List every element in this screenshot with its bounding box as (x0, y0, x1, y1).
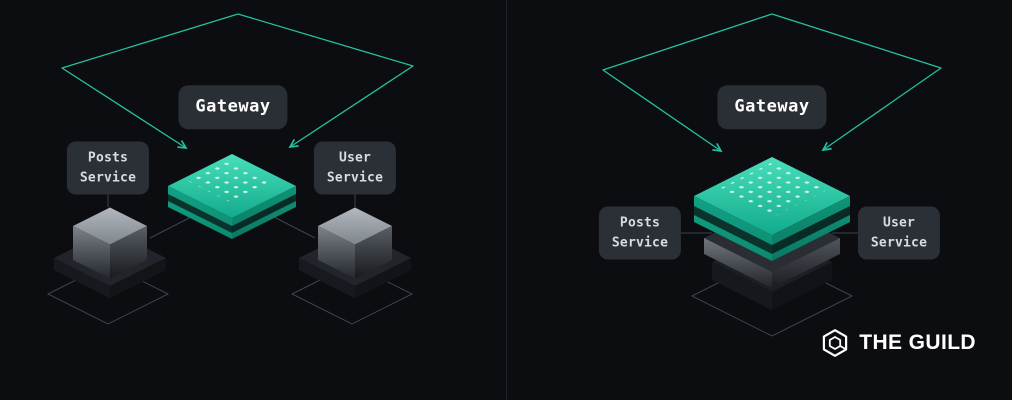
the-guild-logo-text: THE GUILD (859, 331, 976, 354)
left-gateway-platform (168, 154, 296, 239)
left-routing-arrows (61, 13, 414, 148)
panel-divider (506, 0, 507, 400)
right-gateway-label: Gateway (717, 85, 827, 129)
left-gateway-label: Gateway (178, 85, 288, 129)
the-guild-logo: THE GUILD (820, 328, 976, 358)
right-gateway-platform (694, 157, 850, 261)
left-connector-lines (107, 193, 356, 239)
right-routing-arrows (602, 13, 942, 151)
guild-hexagon-icon (823, 329, 848, 357)
right-posts-service-label: Posts Service (598, 206, 682, 260)
right-user-service-label: User Service (857, 206, 941, 260)
left-posts-service-label: Posts Service (66, 141, 150, 195)
left-user-service-label: User Service (313, 141, 397, 195)
left-user-service-cube (318, 207, 392, 279)
left-posts-service-cube (73, 207, 147, 279)
